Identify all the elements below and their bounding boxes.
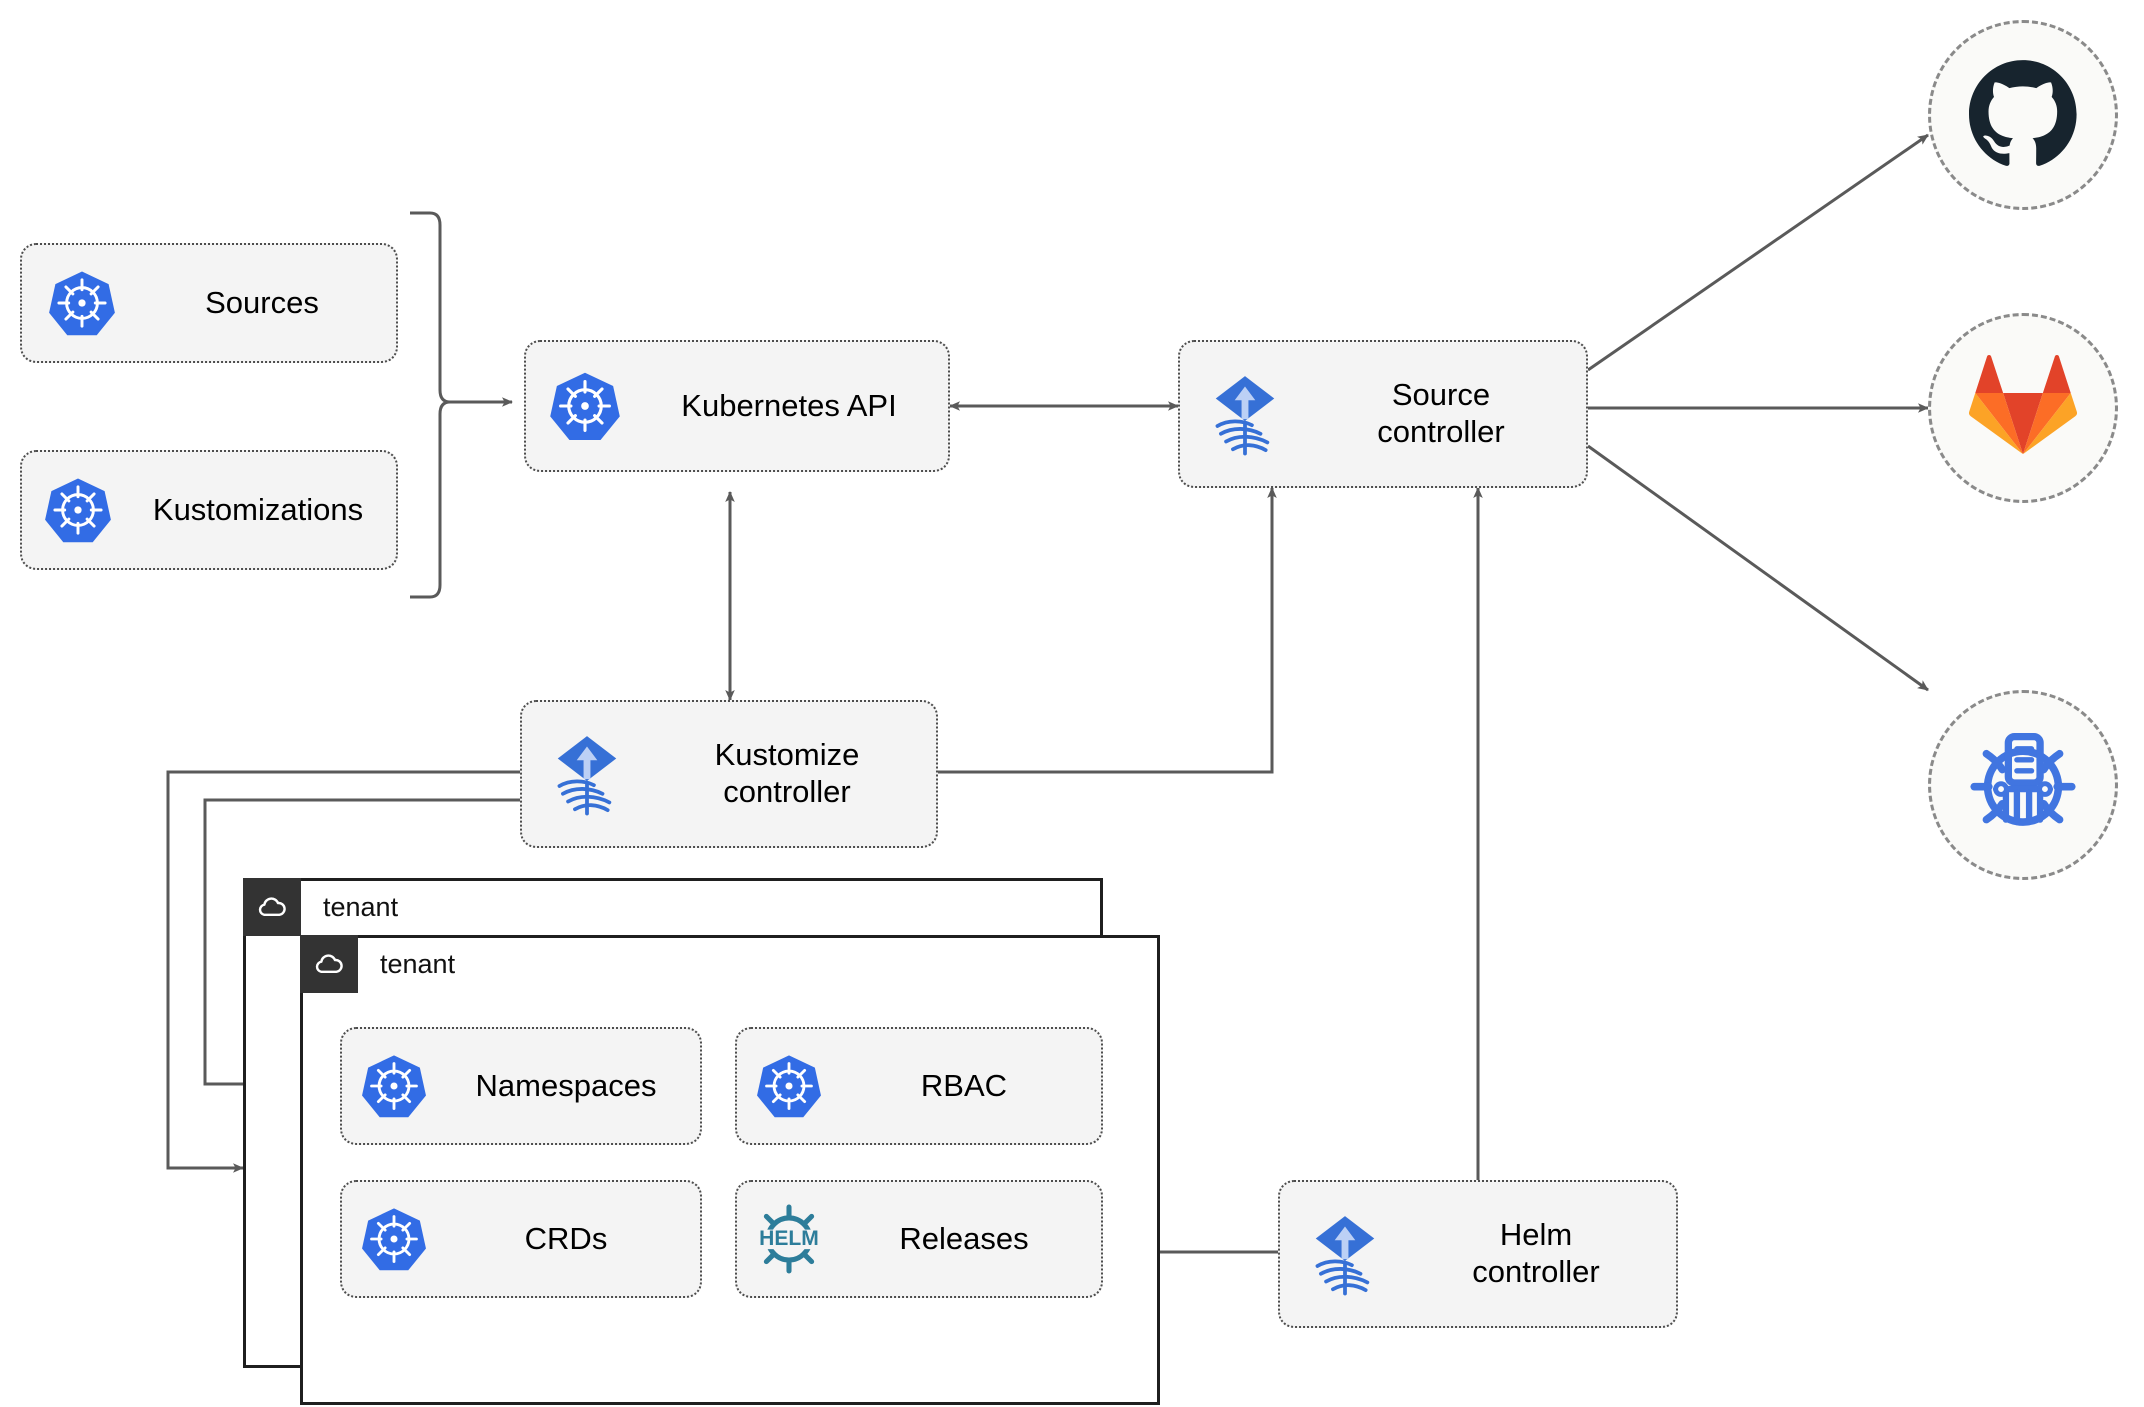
flux-icon [1280,1211,1410,1297]
kubernetes-icon [22,268,142,338]
node-label-rbac: RBAC [920,1067,1008,1103]
node-label-sources: Sources [205,284,319,320]
node-releases[interactable]: HELM Releases [735,1180,1103,1298]
cloud-icon [300,935,358,993]
node-label-kustomize-controller: Kustomize controller [714,737,860,809]
kubernetes-icon [526,369,644,443]
tenant-label-outer: tenant [323,891,399,922]
node-crds[interactable]: CRDs [340,1180,702,1298]
tenant-header-outer: tenant [243,878,398,936]
node-label-namespaces: Namespaces [475,1067,657,1103]
node-sources[interactable]: Sources [20,243,398,363]
github-icon [1969,59,2077,172]
tenant-container-inner: tenant [300,935,1160,1405]
node-label-helm-controller: Helm controller [1472,1217,1600,1289]
node-kubernetes-api[interactable]: Kubernetes API [524,340,950,472]
edge-brace [410,211,451,599]
helm-repository-icon [1962,722,2084,849]
node-kustomize-controller[interactable]: Kustomize controller [520,700,938,848]
node-namespaces[interactable]: Namespaces [340,1027,702,1145]
kubernetes-icon [737,1052,841,1120]
node-rbac[interactable]: RBAC [735,1027,1103,1145]
node-source-controller[interactable]: Source controller [1178,340,1588,488]
provider-helm-repository[interactable] [1928,690,2118,880]
node-label-crds: CRDs [524,1220,608,1256]
edge-kustomize-controller-source-controller [938,487,1277,774]
node-label-kustomizations: Kustomizations [152,491,364,527]
helm-icon: HELM [737,1200,841,1278]
tenant-header-inner: tenant [300,935,455,993]
provider-gitlab[interactable] [1928,313,2118,503]
node-kustomizations[interactable]: Kustomizations [20,450,398,570]
cloud-icon [243,878,301,936]
node-label-source-controller: Source controller [1377,377,1505,449]
node-helm-controller[interactable]: Helm controller [1278,1180,1678,1328]
helm-wordmark: HELM [759,1227,819,1250]
provider-github[interactable] [1928,20,2118,210]
node-label-kubernetes-api: Kubernetes API [681,387,897,423]
kubernetes-icon [342,1205,446,1273]
kubernetes-icon [22,475,134,545]
kubernetes-icon [342,1052,446,1120]
flux-icon [522,731,652,817]
flux-icon [1180,371,1310,457]
edge-source-controller-github [1587,133,1929,372]
gitlab-icon [1969,354,2077,463]
edge-source-controller-helm-repository [1587,444,1929,692]
tenant-label-inner: tenant [380,948,456,979]
node-label-releases: Releases [899,1220,1029,1256]
